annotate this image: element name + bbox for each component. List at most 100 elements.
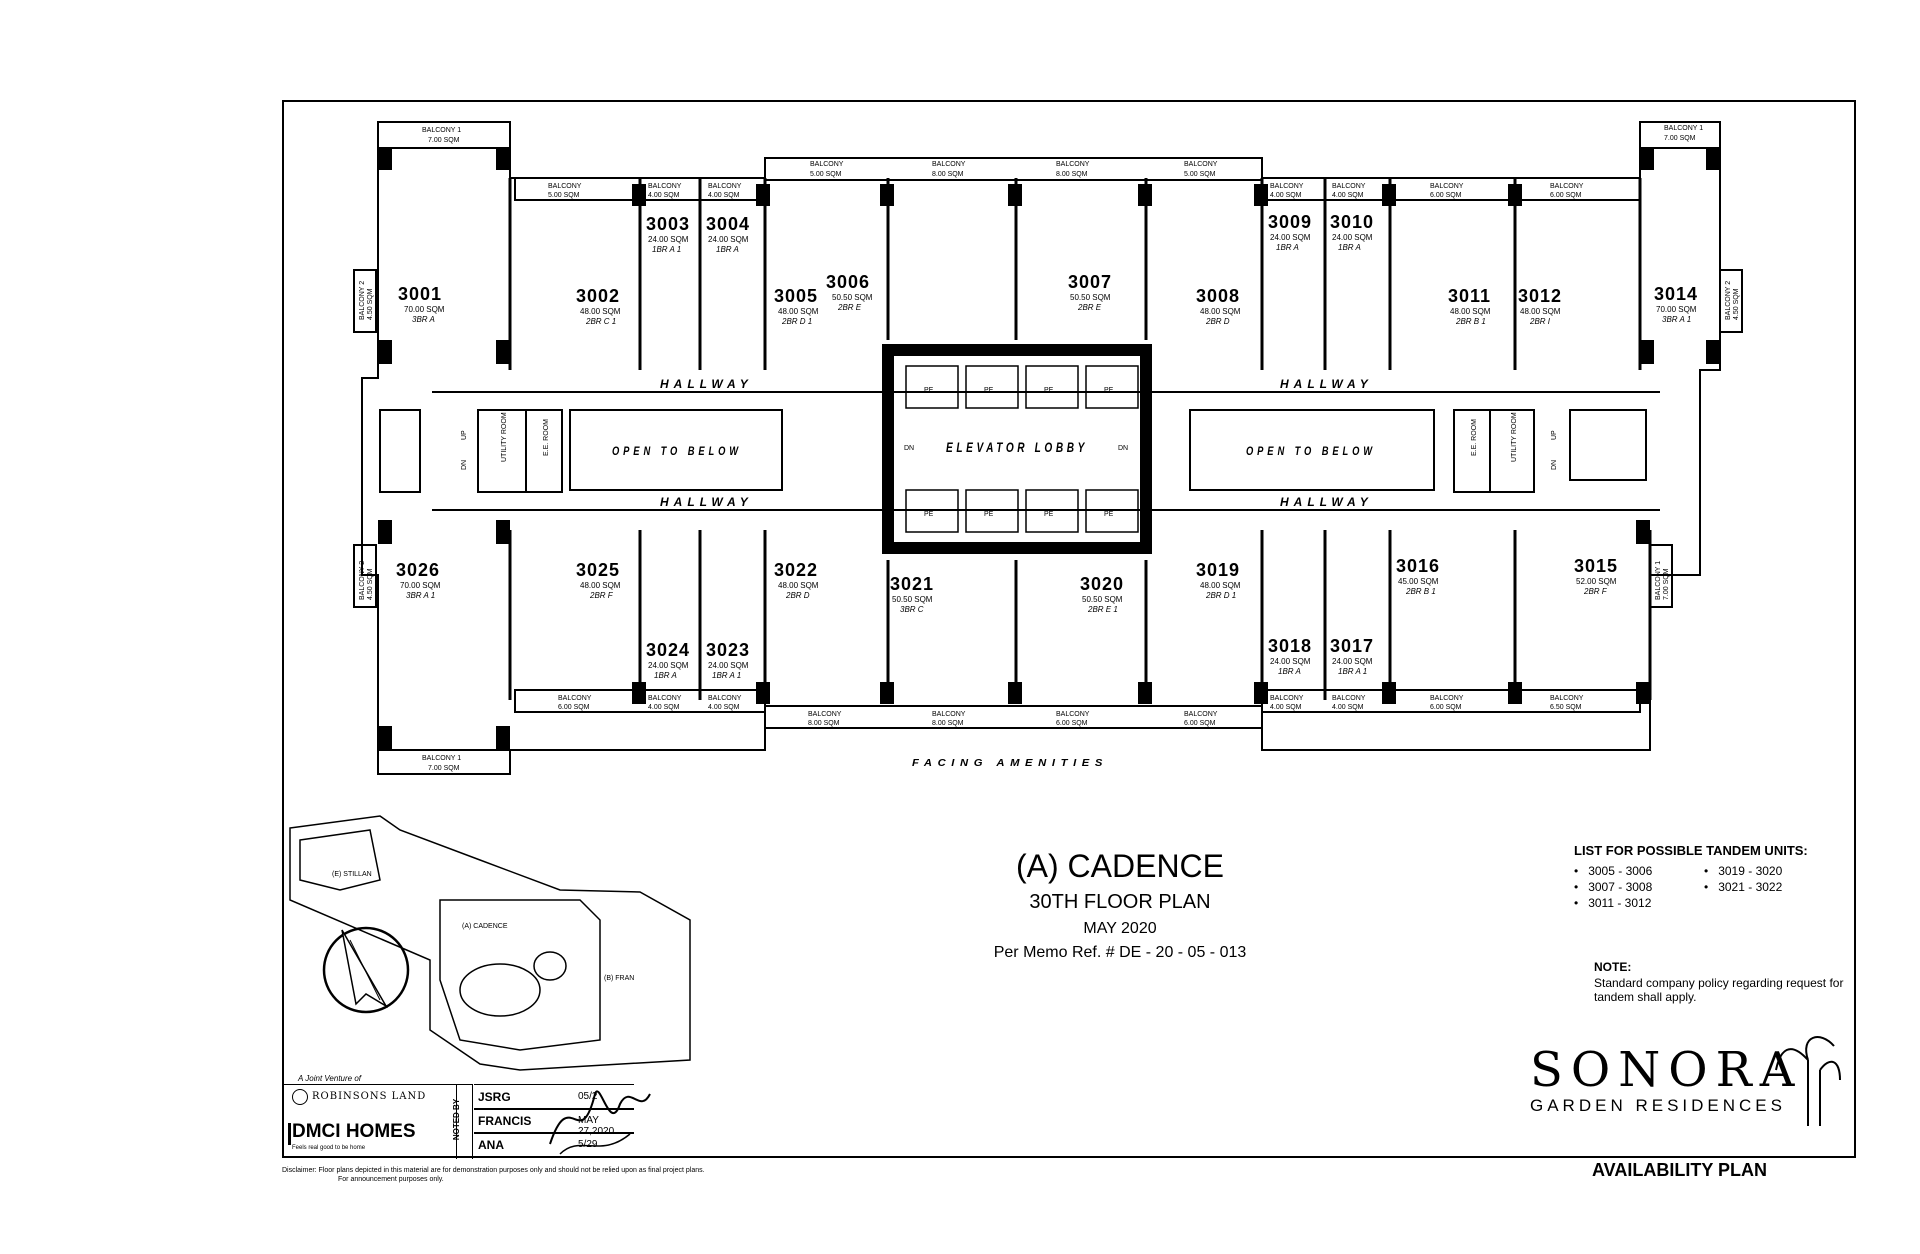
svg-text:3015: 3015: [1574, 556, 1618, 576]
svg-text:HALLWAY: HALLWAY: [660, 377, 753, 391]
svg-text:3019: 3019: [1196, 560, 1240, 580]
svg-text:3016: 3016: [1396, 556, 1440, 576]
svg-text:6.50 SQM: 6.50 SQM: [1550, 704, 1582, 711]
svg-text:3003: 3003: [646, 214, 690, 234]
svg-text:48.00 SQM: 48.00 SQM: [1520, 307, 1561, 316]
svg-text:BALCONY: BALCONY: [1056, 161, 1090, 168]
svg-text:50.50 SQM: 50.50 SQM: [1070, 293, 1111, 302]
svg-text:3022: 3022: [774, 560, 818, 580]
disclaimer: Disclaimer: Floor plans depicted in this…: [282, 1166, 705, 1184]
svg-text:2BR C 1: 2BR C 1: [585, 317, 616, 326]
svg-text:2BR D 1: 2BR D 1: [781, 317, 812, 326]
title-block: (A) CADENCE 30TH FLOOR PLAN MAY 2020 Per…: [930, 848, 1310, 962]
dmci-logo-icon: [288, 1123, 291, 1145]
svg-text:PE: PE: [1104, 387, 1114, 394]
svg-text:3024: 3024: [646, 640, 690, 660]
signature-scribble: [549, 1090, 651, 1155]
svg-text:4.50 SQM: 4.50 SQM: [367, 288, 374, 320]
svg-text:3008: 3008: [1196, 286, 1240, 306]
svg-text:3BR A 1: 3BR A 1: [1662, 315, 1691, 324]
svg-text:3012: 3012: [1518, 286, 1562, 306]
svg-text:BALCONY: BALCONY: [648, 183, 682, 190]
svg-text:E.E. ROOM: E.E. ROOM: [543, 419, 550, 456]
svg-text:2BR D: 2BR D: [1205, 317, 1230, 326]
svg-text:HALLWAY: HALLWAY: [1280, 377, 1373, 391]
svg-text:6.00 SQM: 6.00 SQM: [1184, 720, 1216, 727]
svg-text:BALCONY 1: BALCONY 1: [422, 127, 461, 134]
svg-text:3006: 3006: [826, 272, 870, 292]
svg-text:BALCONY: BALCONY: [1332, 183, 1366, 190]
logo-subtitle: GARDEN RESIDENCES: [1530, 1096, 1786, 1115]
svg-text:2BR E: 2BR E: [1077, 303, 1102, 312]
tandem-item: 3021 - 3022: [1704, 880, 1834, 894]
tandem-item: 3011 - 3012: [1574, 896, 1704, 910]
dmci-homes-logo: DMCI HOMES: [292, 1121, 416, 1142]
svg-text:(A) CADENCE: (A) CADENCE: [462, 923, 508, 930]
svg-text:24.00 SQM: 24.00 SQM: [708, 661, 749, 670]
svg-text:PE: PE: [924, 387, 934, 394]
svg-text:BALCONY: BALCONY: [1270, 695, 1304, 702]
svg-text:2BR I: 2BR I: [1529, 317, 1551, 326]
svg-text:UTILITY ROOM: UTILITY ROOM: [1511, 412, 1518, 462]
approver-row: JSRG 05/2: [474, 1084, 634, 1110]
svg-text:50.50 SQM: 50.50 SQM: [892, 595, 933, 604]
svg-text:1BR A: 1BR A: [1276, 243, 1299, 252]
svg-text:3014: 3014: [1654, 284, 1698, 304]
svg-text:4.00 SQM: 4.00 SQM: [648, 704, 680, 711]
svg-text:PE: PE: [984, 511, 994, 518]
svg-text:70.00 SQM: 70.00 SQM: [1656, 305, 1697, 314]
svg-text:BALCONY 1: BALCONY 1: [1655, 561, 1662, 600]
svg-text:(B) FRAN: (B) FRAN: [604, 975, 634, 982]
svg-text:6.00 SQM: 6.00 SQM: [1430, 704, 1462, 711]
disclaimer-line-2: For announcement purposes only.: [338, 1176, 444, 1184]
svg-text:BALCONY 2: BALCONY 2: [1725, 281, 1732, 320]
svg-text:52.00 SQM: 52.00 SQM: [1576, 577, 1617, 586]
svg-text:4.00 SQM: 4.00 SQM: [1332, 192, 1364, 199]
svg-text:8.00 SQM: 8.00 SQM: [932, 720, 964, 727]
svg-text:FACING AMENITIES: FACING AMENITIES: [912, 758, 1108, 769]
svg-text:BALCONY: BALCONY: [1550, 695, 1584, 702]
svg-text:3005: 3005: [774, 286, 818, 306]
svg-text:UP: UP: [461, 430, 468, 440]
tandem-heading: LIST FOR POSSIBLE TANDEM UNITS:: [1574, 843, 1808, 858]
svg-text:3025: 3025: [576, 560, 620, 580]
svg-text:3010: 3010: [1330, 212, 1374, 232]
svg-text:3011: 3011: [1448, 286, 1491, 306]
svg-text:2BR D 1: 2BR D 1: [1205, 591, 1236, 600]
svg-text:4.50 SQM: 4.50 SQM: [367, 568, 374, 600]
svg-text:24.00 SQM: 24.00 SQM: [1332, 233, 1373, 242]
svg-text:HALLWAY: HALLWAY: [660, 495, 753, 509]
svg-text:2BR D: 2BR D: [785, 591, 810, 600]
svg-text:PE: PE: [1104, 511, 1114, 518]
svg-text:1BR A 1: 1BR A 1: [1338, 667, 1367, 676]
svg-text:3021: 3021: [890, 574, 934, 594]
note: NOTE: Standard company policy regarding …: [1594, 960, 1854, 1004]
svg-text:6.00 SQM: 6.00 SQM: [1550, 192, 1582, 199]
svg-text:BALCONY: BALCONY: [1184, 161, 1218, 168]
svg-text:(E) STILLAN: (E) STILLAN: [332, 871, 372, 878]
svg-text:7.00 SQM: 7.00 SQM: [428, 765, 460, 772]
svg-text:4.50 SQM: 4.50 SQM: [1733, 288, 1740, 320]
svg-text:BALCONY: BALCONY: [1270, 183, 1304, 190]
logo-name: SONORA: [1530, 1042, 1803, 1098]
tandem-item: 3005 - 3006: [1574, 864, 1704, 878]
svg-text:DN: DN: [904, 445, 914, 452]
svg-text:BALCONY: BALCONY: [708, 183, 742, 190]
svg-text:6.00 SQM: 6.00 SQM: [1430, 192, 1462, 199]
svg-text:24.00 SQM: 24.00 SQM: [1332, 657, 1373, 666]
svg-text:2BR B 1: 2BR B 1: [1405, 587, 1436, 596]
noted-by-column: NOTED BY: [452, 1084, 473, 1159]
svg-text:BALCONY 2: BALCONY 2: [359, 281, 366, 320]
